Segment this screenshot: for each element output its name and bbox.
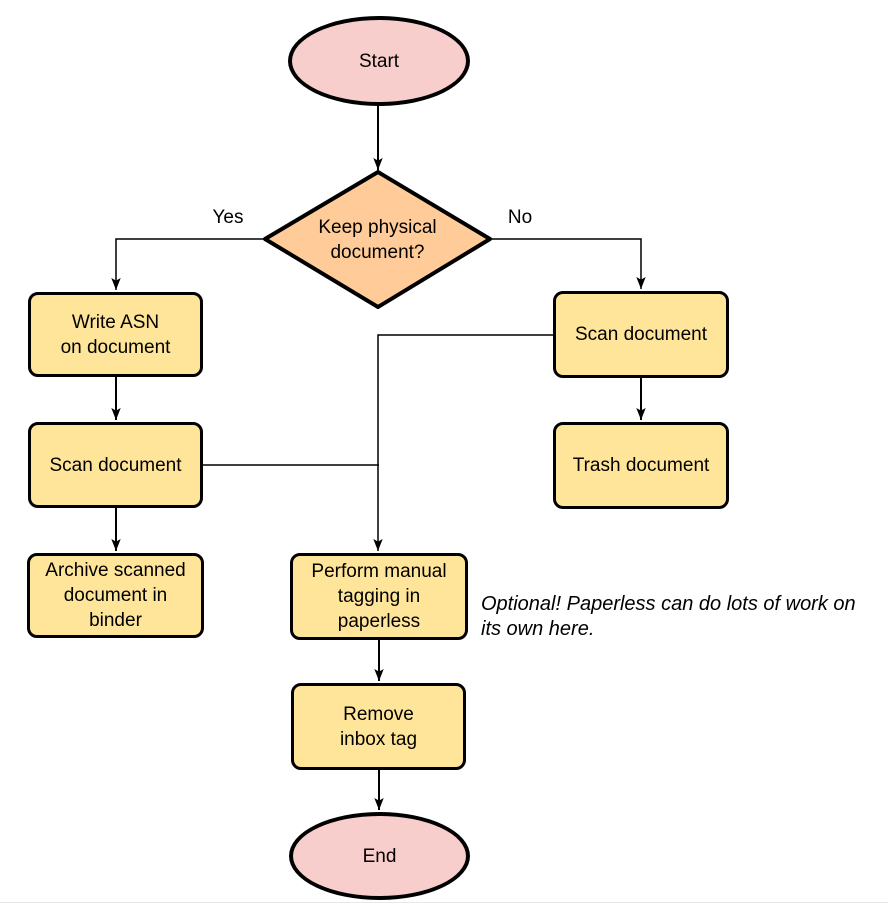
- node-label: Start: [358, 50, 400, 72]
- node-end: End: [289, 812, 470, 900]
- node-label: on document: [60, 336, 171, 358]
- node-label: Remove: [343, 703, 414, 725]
- note-line: its own here.: [481, 618, 595, 640]
- node-label: Scan document: [574, 324, 708, 345]
- edge-label-no: No: [507, 207, 533, 228]
- node-label: binder: [89, 610, 142, 631]
- node-label: Archive scanned: [45, 560, 186, 581]
- node-label: Perform manual: [311, 561, 447, 582]
- node-archive-scanned: Archive scanned document in binder: [27, 553, 204, 638]
- node-label: Write ASN: [71, 311, 160, 333]
- node-write-asn: Write ASN on document: [28, 292, 203, 377]
- node-start: Start: [288, 16, 470, 106]
- optional-note: Optional! Paperless can do lots of work …: [481, 592, 885, 642]
- node-label: tagging in: [337, 586, 421, 607]
- node-label: inbox tag: [339, 728, 418, 750]
- node-label: Keep physical: [318, 216, 437, 238]
- node-scan-document-right: Scan document: [553, 291, 729, 378]
- node-label: Trash document: [572, 455, 710, 476]
- note-line: Optional! Paperless can do lots of work …: [481, 593, 856, 615]
- node-label: document in: [63, 585, 168, 606]
- edge-scan-right-to-tagging: [373, 334, 553, 551]
- page-bottom-divider: [0, 902, 888, 903]
- node-label: paperless: [337, 611, 421, 632]
- node-manual-tagging: Perform manual tagging in paperless: [290, 553, 468, 640]
- node-remove-inbox-tag: Remove inbox tag: [291, 683, 466, 770]
- node-scan-document-left: Scan document: [28, 422, 203, 508]
- node-trash-document: Trash document: [553, 422, 729, 509]
- edge-yes-branch: [111, 238, 265, 290]
- edge-no-branch: [490, 238, 646, 289]
- edge-label-yes: Yes: [212, 207, 244, 228]
- node-label: Scan document: [49, 454, 182, 476]
- node-label: End: [362, 845, 397, 867]
- node-label: document?: [330, 241, 425, 263]
- node-decision-keep-physical: Keep physical document?: [265, 172, 490, 307]
- decision-diamond-shape: [263, 170, 492, 309]
